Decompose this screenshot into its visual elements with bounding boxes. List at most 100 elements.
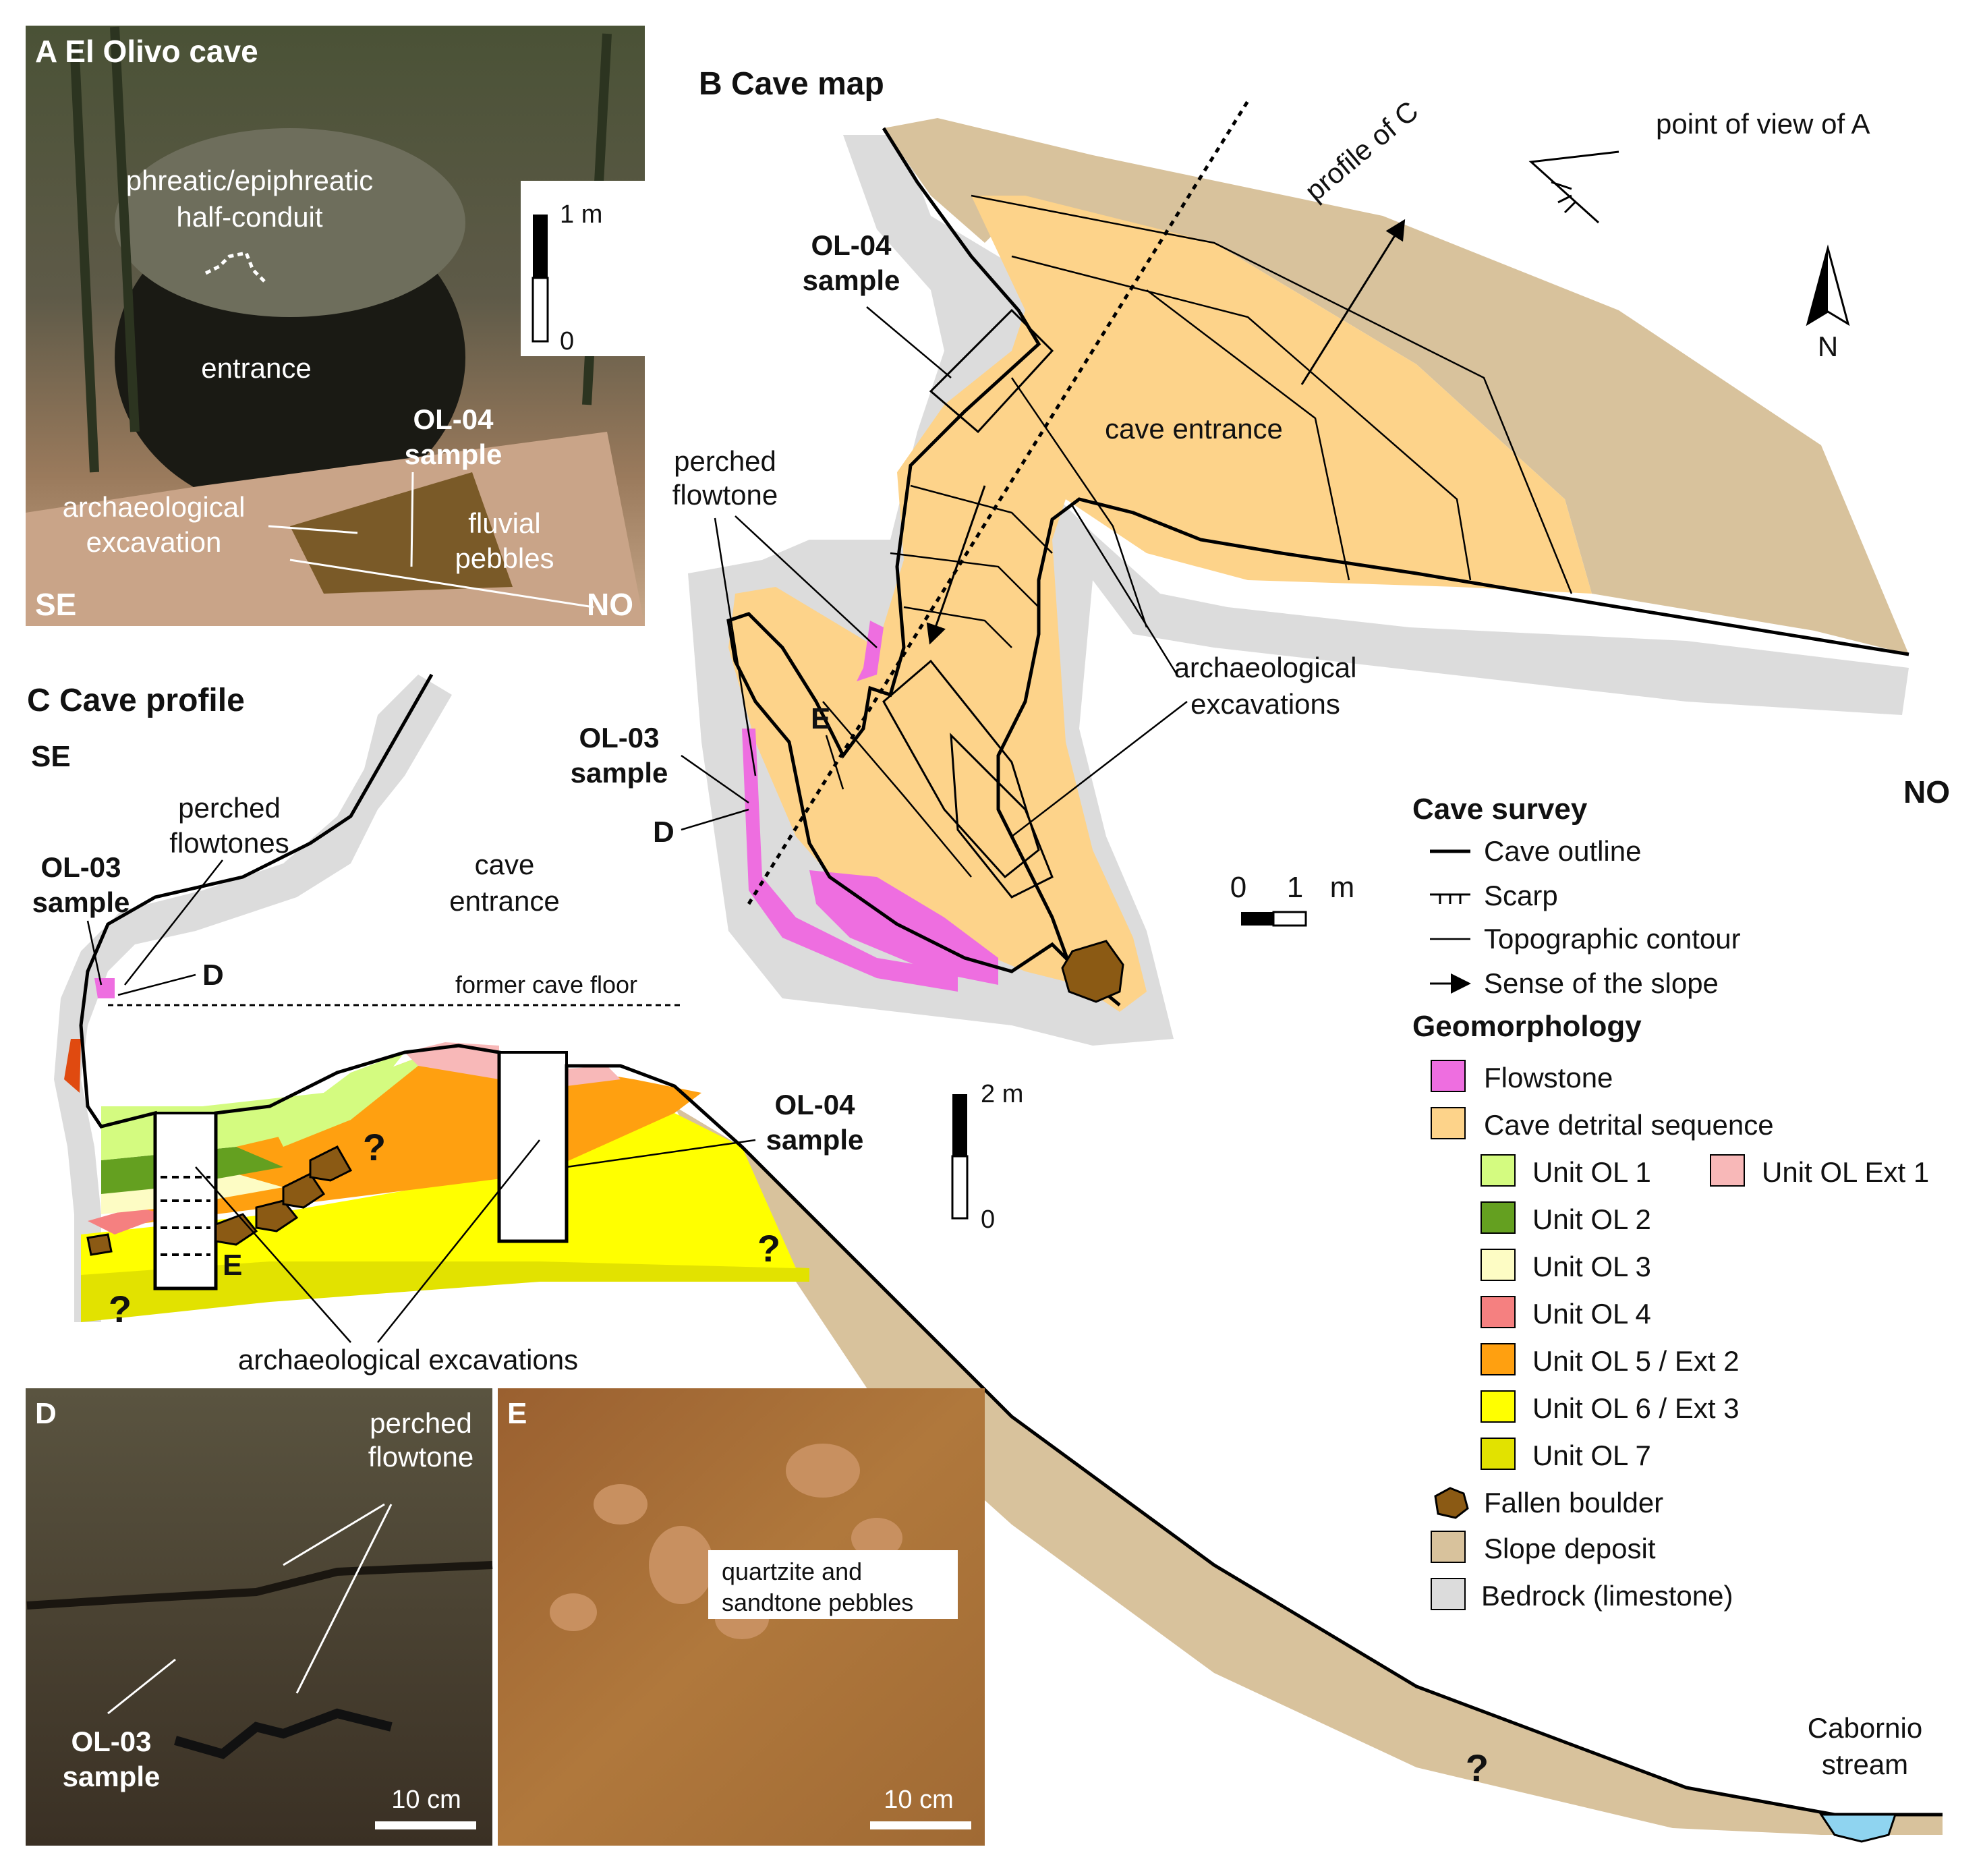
c-se-label: SE: [31, 740, 71, 773]
map-flowstone-2: [742, 729, 958, 992]
profile-slope-deposit: [674, 1106, 1943, 1835]
profile-unit-ol1-upper: [270, 1052, 405, 1147]
legend-swatch-boulder: [1434, 1487, 1469, 1519]
legend-swatch-ol5: [1481, 1343, 1516, 1375]
legend-item-1: Cave detrital sequence: [1484, 1109, 1774, 1141]
legend-swatch-ext1: [1710, 1154, 1745, 1187]
c-question-2: ?: [757, 1227, 780, 1270]
slope-arrow-2: [926, 485, 986, 645]
point-of-view-icon: [1528, 150, 1619, 224]
conduit-label-2: half-conduit: [176, 201, 322, 233]
b-ol04-2: sample: [803, 264, 900, 296]
legend-swatch-detrital: [1431, 1107, 1466, 1139]
a-excavation-label-2: excavation: [86, 526, 222, 558]
e-label-box: [708, 1550, 958, 1619]
profile-of-c-label: profile of C: [1299, 94, 1425, 207]
excavation-pit: [290, 472, 513, 594]
b-ol04-1: OL-04: [811, 229, 892, 261]
a-sample-label-1: OL-04: [413, 403, 494, 435]
profile-unit-ol7: [81, 1255, 809, 1322]
e-pebbles: [550, 1444, 902, 1639]
c-cave-entrance-2: entrance: [449, 885, 559, 917]
profile-excavation-levels: [161, 1176, 210, 1256]
d-flowtone-1: perched: [370, 1407, 472, 1439]
map-excavation-scarps: [882, 308, 1054, 899]
d-sample-2: sample: [63, 1761, 161, 1792]
c-ol04-2: sample: [766, 1124, 864, 1156]
c-question-4: ?: [1466, 1746, 1489, 1789]
panel-c-profile: C Cave profile SE perched flowtones OL-0…: [27, 673, 1943, 1843]
profile-unit-ol6: [81, 1113, 796, 1275]
legend-swatch-ol1: [1481, 1154, 1516, 1187]
d-scale-bar: [375, 1821, 476, 1829]
c-flowtones-1: perched: [178, 792, 281, 824]
e-pebbles-2: sandtone pebbles: [722, 1589, 913, 1616]
legend-swatch-bedrock: [1431, 1578, 1466, 1610]
c-stream-2: stream: [1822, 1749, 1908, 1780]
slope-arrow-1: [1300, 219, 1406, 385]
entrance-label: entrance: [201, 352, 311, 384]
profile-unit-ext1: [405, 1042, 499, 1079]
legend-item-6: Unit OL 5 / Ext 2: [1532, 1345, 1740, 1377]
legend-swatch-ol2: [1481, 1201, 1516, 1234]
legend-swatch-flowstone: [1431, 1060, 1466, 1092]
profile-scale-bar: [951, 1094, 969, 1220]
legend-swatch-ol3: [1481, 1249, 1516, 1281]
legend-swatch-ol4: [1481, 1296, 1516, 1328]
legend-item-0: Flowstone: [1484, 1062, 1613, 1093]
c-ol04-1: OL-04: [774, 1089, 855, 1120]
panel-b-title: B Cave map: [699, 66, 884, 102]
point-of-view-label: point of view of A: [1656, 108, 1870, 140]
c-question-3: ?: [109, 1288, 132, 1330]
profile-flowstone-orange: [64, 1039, 81, 1093]
c-stream-1: Cabornio: [1808, 1712, 1922, 1744]
d-flowtone-2: flowtone: [368, 1441, 473, 1473]
c-scale-bottom: 0: [981, 1205, 995, 1234]
legend-survey-2: Topographic contour: [1484, 923, 1741, 955]
legend-item-10: Slope deposit: [1484, 1533, 1656, 1564]
b-flowtone-2: flowtone: [672, 479, 778, 511]
legend-item-5: Unit OL 4: [1532, 1298, 1651, 1330]
conduit-label-1: phreatic/epiphreatic: [126, 165, 374, 196]
legend-ext1: Unit OL Ext 1: [1762, 1156, 1929, 1188]
panel-e-photo: quartzite and sandtone pebbles E 10 cm: [498, 1388, 985, 1846]
c-excavations-label: archaeological excavations: [238, 1344, 578, 1375]
panel-a-title: A El Olivo cave: [35, 34, 258, 69]
north-label: N: [1818, 331, 1838, 362]
c-question-1: ?: [363, 1126, 386, 1168]
b-excav-2: excavations: [1190, 688, 1340, 720]
conduit-outline: [204, 251, 268, 285]
map-flowstone-3: [857, 621, 884, 681]
legend-item-7: Unit OL 6 / Ext 3: [1532, 1392, 1740, 1424]
b-ol03-1: OL-03: [579, 722, 659, 754]
profile-boulders: [86, 1145, 353, 1256]
a-excavation-label-1: archaeological: [63, 491, 246, 523]
panel-a-photo: 1 m 0 A El Olivo cave phreatic/epiphreat…: [26, 26, 662, 626]
a-pebbles-label-2: pebbles: [455, 542, 554, 574]
legend-survey-title: Cave survey: [1412, 793, 1588, 826]
e-scale-bar: [870, 1821, 971, 1829]
c-ol03-1: OL-03: [40, 851, 121, 883]
panel-e-label: E: [507, 1397, 527, 1430]
profile-unit-ext1-b: [560, 1066, 621, 1086]
legend-survey-1: Scarp: [1484, 880, 1558, 911]
b-scale-0: 0: [1230, 871, 1246, 904]
b-d-label: D: [653, 816, 674, 849]
c-flowtones-2: flowtones: [169, 827, 289, 859]
c-scale-top: 2 m: [981, 1080, 1023, 1108]
north-arrow-icon: [1806, 244, 1850, 326]
legend-swatch-ol6: [1481, 1390, 1516, 1423]
legend-scarp-symbol: [1430, 893, 1470, 904]
legend: Cave survey Cave outline Scarp Topograph…: [1412, 793, 1929, 1612]
legend-item-2: Unit OL 1: [1532, 1156, 1651, 1188]
b-flowtone-1: perched: [674, 445, 776, 477]
profile-stream: [1819, 1813, 1897, 1843]
legend-item-4: Unit OL 3: [1532, 1251, 1651, 1282]
b-excav-1: archaeological: [1174, 652, 1357, 683]
panel-d-photo: D perched flowtone OL-03 sample 10 cm: [26, 1388, 493, 1846]
profile-terrain-outline: [79, 673, 1943, 1817]
b-scale-m: m: [1330, 871, 1355, 904]
b-cave-entrance: cave entrance: [1105, 413, 1283, 445]
panel-c-title: C Cave profile: [27, 683, 245, 718]
profile-flowstone: [94, 978, 115, 998]
